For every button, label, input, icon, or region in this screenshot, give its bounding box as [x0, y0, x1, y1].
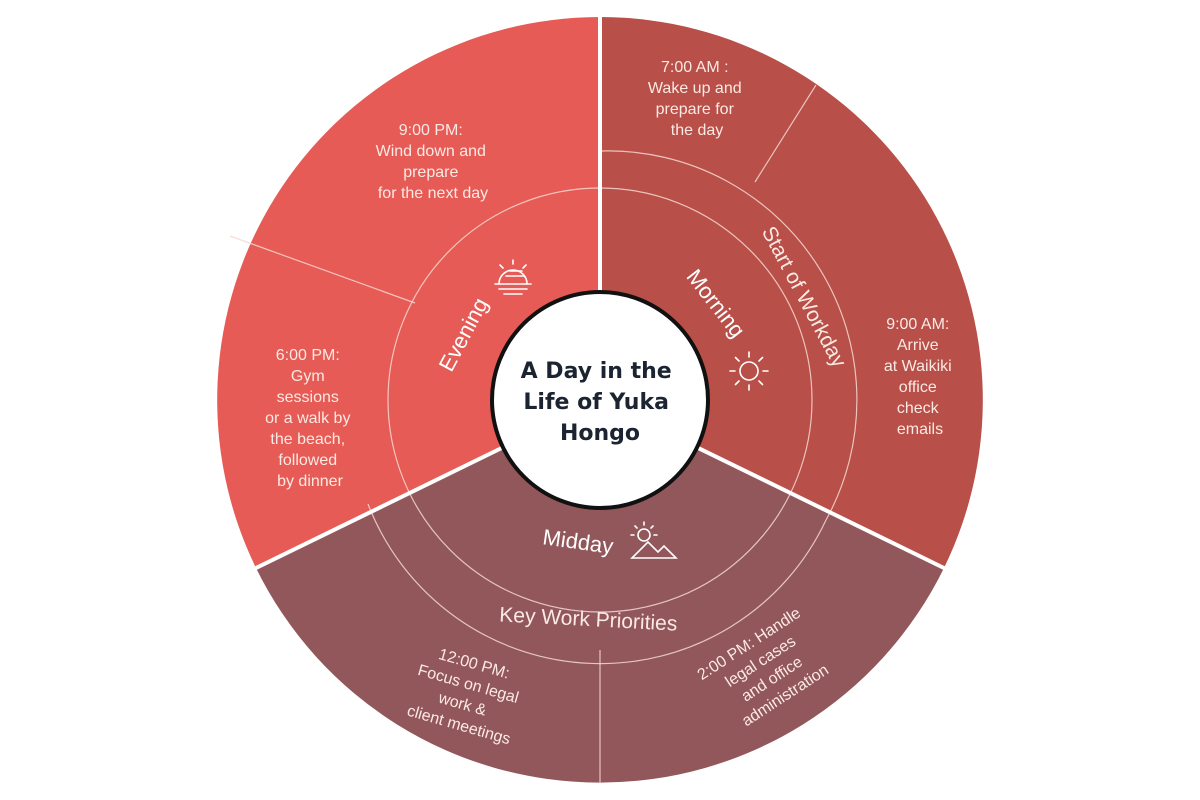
midday-band-arc — [367, 503, 827, 665]
activity-winddown-line: for the next day — [378, 185, 488, 202]
center-title-line-2: Life of Yuka — [523, 390, 669, 415]
midday-sector — [256, 400, 944, 783]
center-title: A Day in the Life of Yuka Hongo — [521, 359, 680, 446]
sunset-icon — [494, 259, 532, 295]
activity-gym: 6:00 PM: Gym sessions or a walk by the b… — [265, 347, 355, 490]
activity-arrive-line: office — [899, 379, 937, 396]
center-title-line-1: A Day in the — [521, 359, 672, 384]
activity-arrive-line: emails — [897, 421, 943, 438]
activity-gym-line: sessions — [277, 389, 339, 406]
activity-winddown-line: 9:00 PM: — [399, 122, 463, 139]
activity-arrive: 9:00 AM: Arrive at Waikiki office check … — [884, 316, 956, 438]
activity-gym-line: the beach, — [270, 431, 345, 448]
activity-arrive-line: 9:00 AM: — [886, 316, 949, 333]
sun-icon — [729, 351, 769, 391]
activity-gym-line: 6:00 PM: — [276, 347, 340, 364]
mountain-sun-icon — [630, 521, 678, 559]
activity-wake-line: the day — [671, 122, 723, 139]
activity-winddown: 9:00 PM: Wind down and prepare for the n… — [376, 122, 491, 202]
activity-wake-line: 7:00 AM : — [661, 59, 729, 76]
activity-winddown-line: Wind down and — [376, 143, 486, 160]
activity-gym-line: by dinner — [277, 473, 343, 490]
center-title-line-3: Hongo — [560, 421, 640, 446]
activity-gym-line: or a walk by — [265, 410, 350, 427]
morning-subdivider — [754, 84, 817, 183]
activity-arrive-line: check — [897, 400, 940, 417]
activity-arrive-line: at Waikiki — [884, 358, 952, 375]
activity-wake-line: prepare for — [656, 101, 735, 118]
activity-wake: 7:00 AM : Wake up and prepare for the da… — [648, 59, 746, 139]
evening-subdivider — [229, 235, 416, 304]
activity-gym-line: followed — [278, 452, 337, 469]
center-circle — [490, 290, 710, 510]
activity-arrive-line: Arrive — [897, 337, 939, 354]
morning-band-arc — [599, 150, 858, 521]
activity-wake-line: Wake up and — [648, 80, 742, 97]
activity-winddown-line: prepare — [403, 164, 458, 181]
activity-gym-line: Gym — [291, 368, 325, 385]
